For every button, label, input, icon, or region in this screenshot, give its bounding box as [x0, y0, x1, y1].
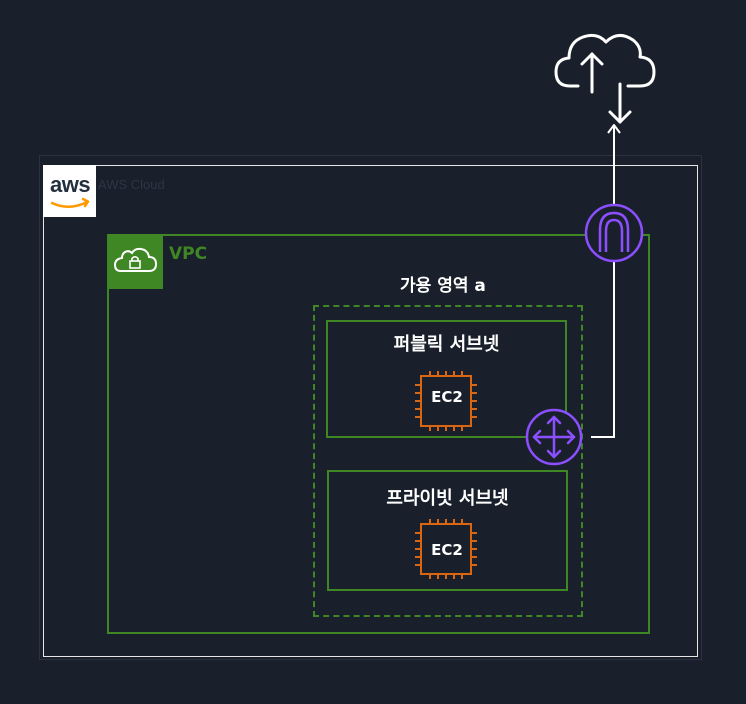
- route-arrowhead: [607, 124, 621, 134]
- public-subnet-label: 퍼블릭 서브넷: [393, 334, 500, 355]
- vpc-group: [107, 234, 650, 634]
- aws-cloud-label: AWS Cloud: [98, 177, 165, 192]
- ec2-private-label: EC2: [431, 541, 463, 559]
- public-subnet-group: [326, 320, 567, 438]
- ec2-chip-icon: [411, 371, 481, 435]
- vpc-label: VPC: [169, 244, 208, 264]
- internet-gateway-icon: [584, 203, 644, 263]
- private-subnet-group: [327, 470, 568, 591]
- aws-cloud-outer-border: [39, 155, 702, 660]
- private-subnet-label: 프라이빗 서브넷: [386, 488, 509, 509]
- aws-cloud-group: [43, 165, 698, 657]
- nat-gateway-icon: [525, 408, 583, 466]
- availability-zone-group: [313, 305, 583, 617]
- availability-zone-label: 가용 영역 a: [400, 276, 486, 296]
- internet-cloud-icon: [554, 33, 656, 124]
- aws-logo-text: aws: [50, 172, 91, 197]
- ec2-public-label: EC2: [431, 388, 463, 406]
- route-line: [591, 125, 615, 438]
- ec2-chip-icon: [411, 519, 481, 583]
- aws-logo-icon: [43, 165, 96, 217]
- vpc-cloud-lock-icon: [107, 234, 163, 289]
